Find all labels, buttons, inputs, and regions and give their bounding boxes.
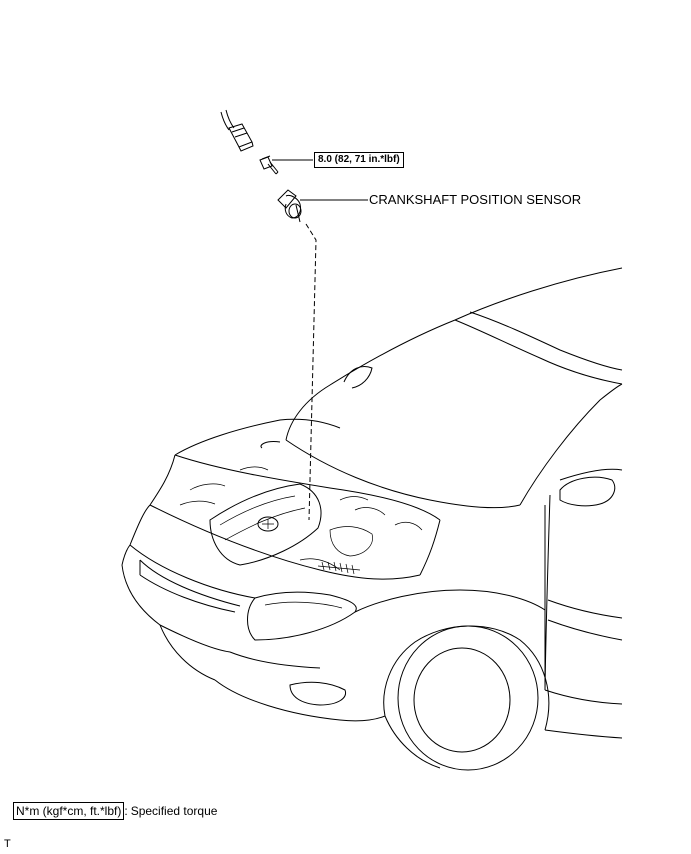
locator-dashed-line <box>305 223 317 521</box>
legend-description: Specified torque <box>130 804 218 818</box>
sensor-bolt <box>259 155 313 175</box>
crankshaft-sensor-label: CRANKSHAFT POSITION SENSOR <box>369 192 582 207</box>
crankshaft-position-sensor <box>277 189 368 223</box>
wire-harness-connector <box>220 109 254 152</box>
bolt-torque-spec: 8.0 (82, 71 in.*lbf) <box>314 152 404 168</box>
torque-legend: N*m (kgf*cm, ft.*lbf):Specified torque <box>13 802 217 820</box>
corner-mark: T <box>4 838 11 850</box>
legend-units-box: N*m (kgf*cm, ft.*lbf) <box>13 802 125 820</box>
legend-separator: : <box>124 804 128 818</box>
vehicle-body-outline <box>121 267 623 771</box>
